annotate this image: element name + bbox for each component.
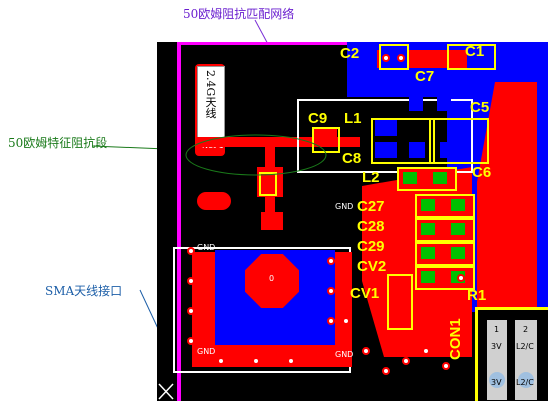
pin2-number: 2 [523, 325, 529, 334]
sma-gnd-label-br: GND [335, 350, 354, 359]
rf-pad-left [197, 192, 231, 210]
via [362, 347, 370, 355]
l1-outline [371, 118, 435, 164]
board-outline [177, 42, 181, 401]
via [252, 357, 260, 365]
cv1-outline [387, 274, 413, 330]
c1-outline [447, 44, 496, 70]
ref-r1: R1 [467, 287, 487, 304]
con1-pad-2 [518, 372, 534, 388]
via [342, 317, 350, 325]
via [382, 367, 390, 375]
l1-pads-2 [375, 142, 397, 158]
via [187, 307, 195, 315]
ref-c27: C27 [357, 198, 385, 215]
via [187, 337, 195, 345]
sma-gnd-label-bl: GND [197, 347, 216, 356]
c6-pads [440, 142, 456, 158]
l2-pads [397, 167, 457, 191]
ref-l2: L2 [362, 169, 380, 186]
l1-pads [375, 120, 397, 136]
c29-pads [415, 242, 475, 266]
via [327, 257, 335, 265]
con1-pad-1 [489, 372, 505, 388]
matching-network-frame [297, 99, 473, 173]
ref-c5: C5 [470, 99, 490, 116]
sma-gnd-label-tl: GND [197, 243, 216, 252]
c27-pads [415, 194, 475, 218]
ref-c9: C9 [308, 110, 328, 127]
ref-c2: C2 [340, 45, 360, 62]
antenna-label-box [197, 66, 225, 138]
ref-c1: C1 [465, 43, 485, 60]
origin-marker [158, 383, 174, 400]
pin1-net: 3V [491, 342, 502, 351]
pin2-net: L2/C [516, 342, 534, 351]
c28-pads [415, 218, 475, 242]
c7-pads-2 [437, 97, 451, 111]
via [382, 54, 390, 62]
pin1-number: 1 [494, 325, 500, 334]
c8-pads [409, 142, 425, 158]
via [287, 357, 295, 365]
ref-cv1: CV1 [350, 285, 380, 302]
c5-outline [429, 118, 489, 164]
pcb-board: 2.4G天线 Net 1 0 GND GND GND GND [157, 42, 548, 401]
rf-component-outline [259, 172, 277, 196]
antenna-label: 2.4G天线 [204, 70, 217, 119]
via [442, 362, 450, 370]
ref-c6: C6 [472, 164, 492, 181]
via [422, 347, 430, 355]
ref-cv2: CV2 [357, 258, 387, 275]
via [217, 357, 225, 365]
via [327, 317, 335, 325]
ref-c28: C28 [357, 218, 385, 235]
sma-port-annotation: SMA天线接口 [45, 284, 123, 298]
ref-l1: L1 [344, 110, 362, 127]
sma-center-label: 0 [269, 274, 275, 283]
ref-c7: C7 [415, 68, 435, 85]
via [402, 357, 410, 365]
via [327, 287, 335, 295]
matching-network-annotation: 50欧姆阻抗匹配网络 [183, 7, 295, 21]
ref-c29: C29 [357, 238, 385, 255]
gnd-label-mid: GND [335, 202, 354, 211]
rf-pad-mid [261, 212, 283, 230]
via [397, 54, 405, 62]
impedance-segment-annotation: 50欧姆特征阻抗段 [8, 136, 108, 150]
ref-c8: C8 [342, 150, 362, 167]
pin2-net-b: L2/C [516, 378, 534, 387]
rf-trace-horizontal [195, 137, 360, 147]
via [187, 277, 195, 285]
pin1-net-b: 3V [491, 378, 502, 387]
c9-pads [312, 127, 337, 147]
sma-center-pin [245, 254, 299, 308]
c9-outline [312, 127, 340, 153]
via [457, 274, 465, 282]
c7-pads [409, 97, 423, 111]
via [187, 247, 195, 255]
